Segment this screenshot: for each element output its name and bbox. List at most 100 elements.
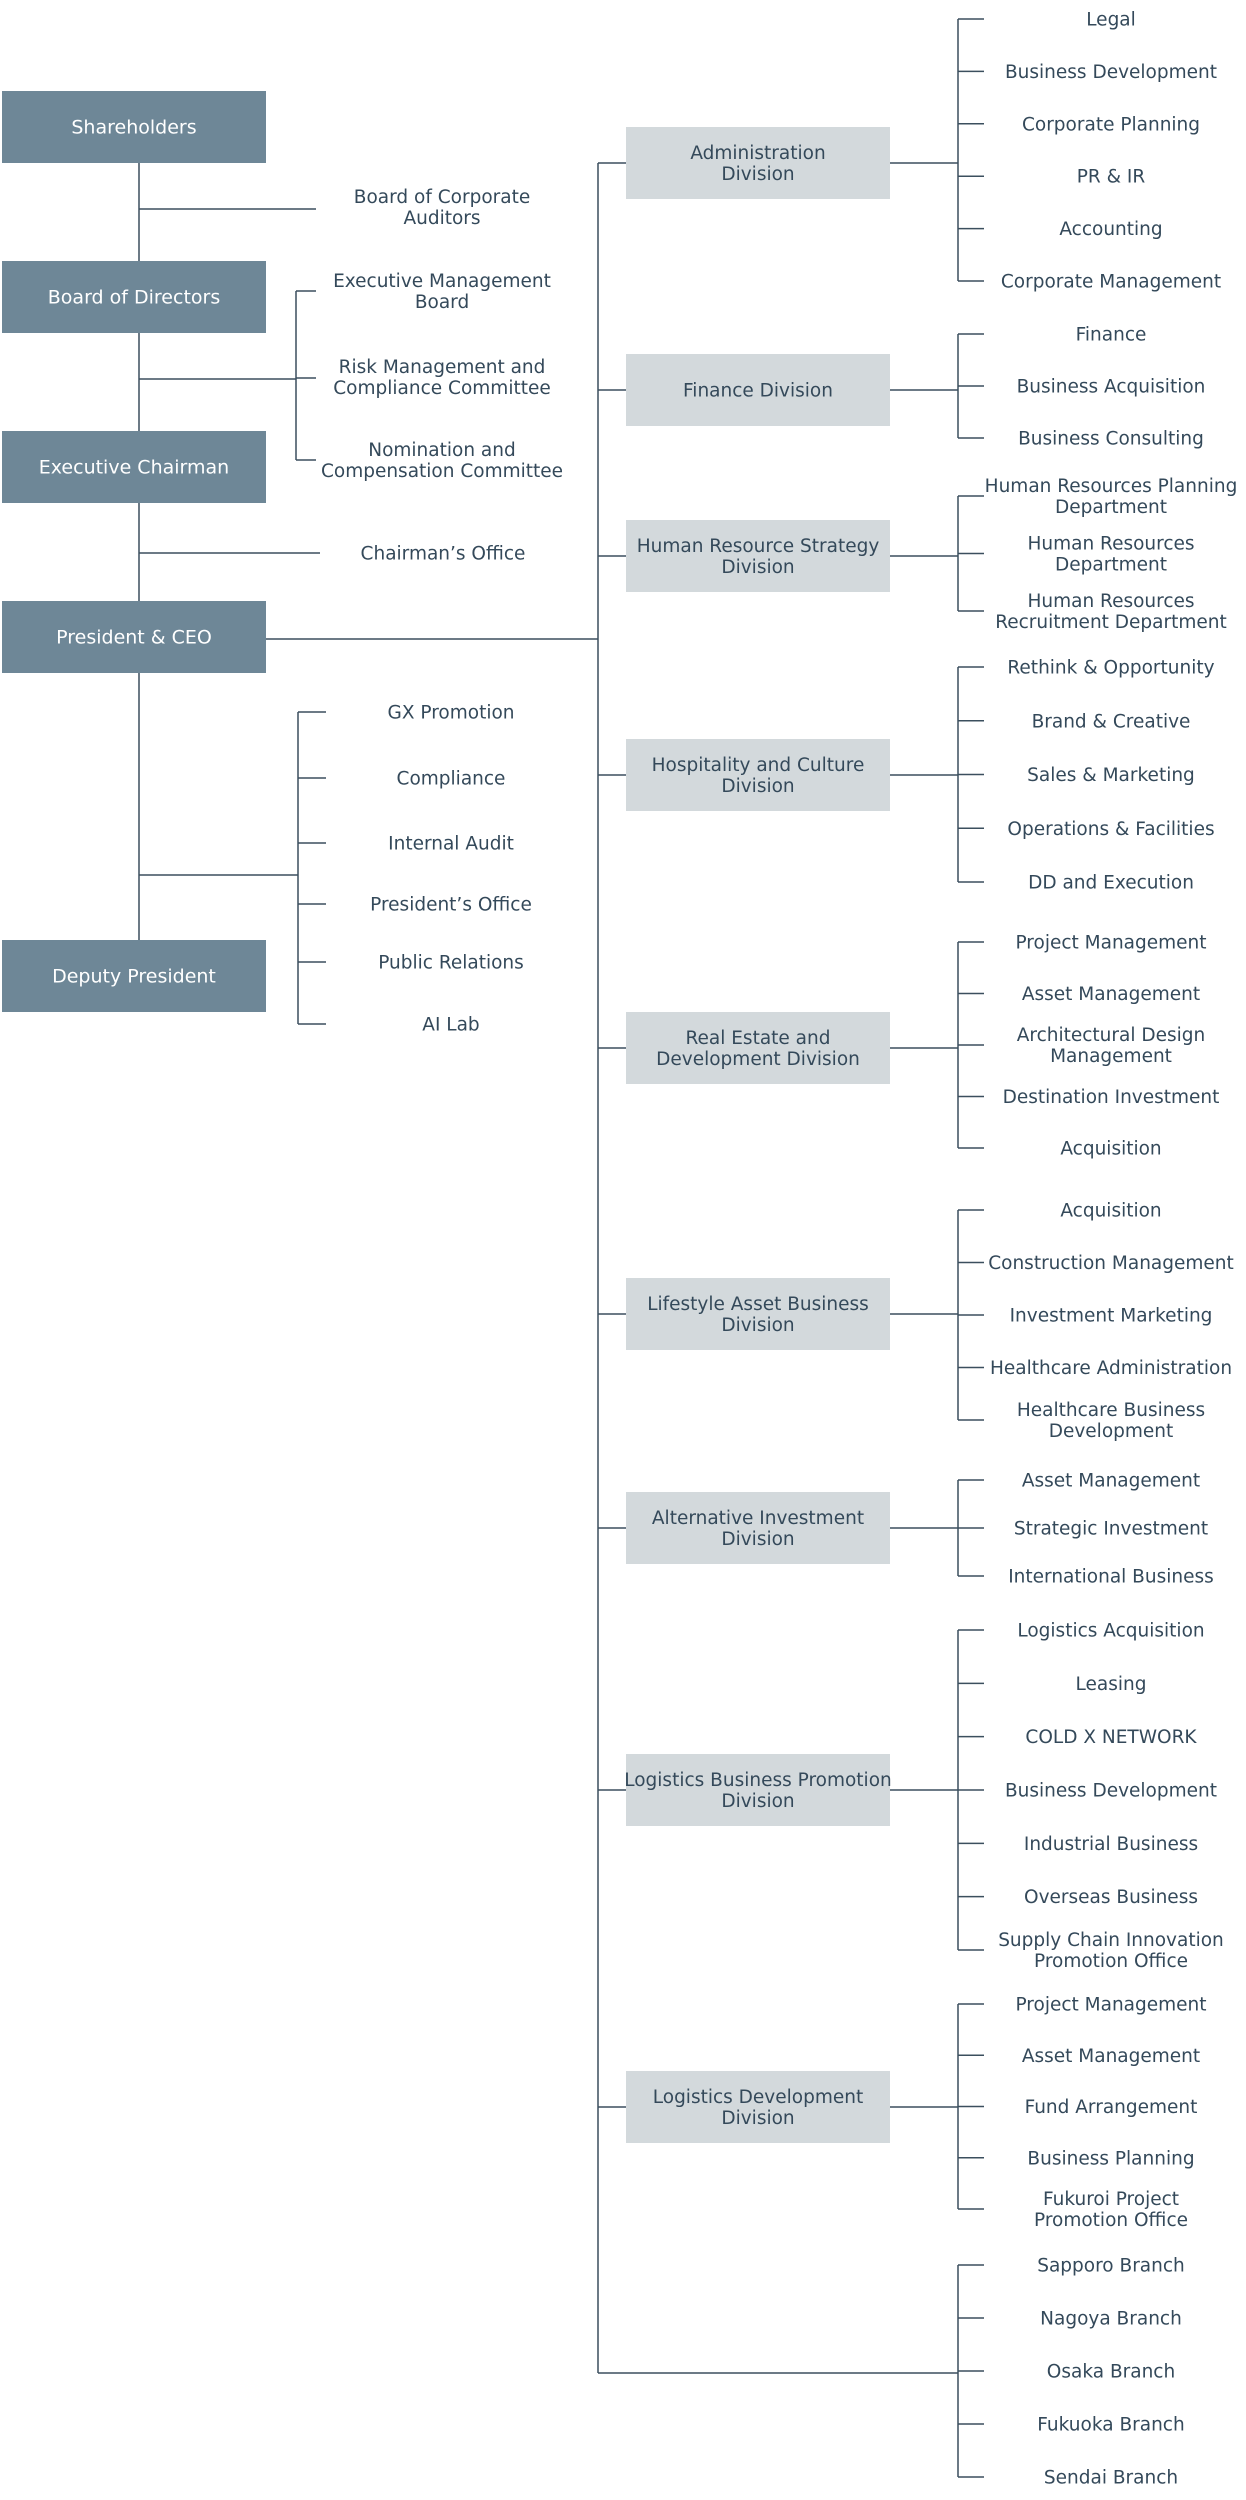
department-label: Business Development xyxy=(1005,62,1217,83)
board-of-directors-box xyxy=(2,261,266,333)
department-label: PR & IR xyxy=(1077,167,1146,188)
department-label-line: Sendai Branch xyxy=(1044,2468,1178,2489)
department-label: Business Acquisition xyxy=(1017,377,1206,398)
division-box xyxy=(626,1278,890,1350)
department-label-line: Fukuoka Branch xyxy=(1037,2415,1184,2436)
department-label: Accounting xyxy=(1059,219,1162,240)
division-label-line: Logistics Business Promotion xyxy=(624,1770,892,1791)
department-label-line: Business Planning xyxy=(1027,2148,1194,2169)
department-label-line: Human Resources Planning xyxy=(985,476,1238,497)
division-box xyxy=(626,739,890,811)
department-label-line: Asset Management xyxy=(1022,984,1200,1005)
department-label-line: Rethink & Opportunity xyxy=(1007,658,1214,679)
department-label-line: International Business xyxy=(1008,1567,1214,1588)
department-label: Nagoya Branch xyxy=(1040,2309,1182,2330)
division-label-line: Human Resource Strategy xyxy=(637,536,880,557)
department-label-line: Fukuroi Project xyxy=(1043,2189,1179,2210)
department-label: Logistics Acquisition xyxy=(1017,1621,1204,1642)
department-label: Rethink & Opportunity xyxy=(1007,658,1214,679)
department-label: Operations & Facilities xyxy=(1007,819,1214,840)
department-label-line: Destination Investment xyxy=(1003,1087,1220,1108)
department-label-line: Asset Management xyxy=(1022,2046,1200,2067)
department-label: Project Management xyxy=(1015,933,1206,954)
committee-label-line: Board xyxy=(415,292,469,313)
department-label-line: Development xyxy=(1049,1421,1174,1442)
department-label: Osaka Branch xyxy=(1047,2362,1175,2383)
office-label-line: GX Promotion xyxy=(387,703,514,724)
department-label-line: Healthcare Administration xyxy=(990,1358,1232,1379)
department-label-line: Department xyxy=(1055,497,1167,518)
department-label: Finance xyxy=(1076,325,1147,346)
department-label: Leasing xyxy=(1076,1674,1147,1695)
department-label-line: Supply Chain Innovation xyxy=(998,1930,1224,1951)
deputy-president-label: Deputy President xyxy=(52,966,216,988)
department-label: Overseas Business xyxy=(1024,1887,1198,1908)
department-label-line: Accounting xyxy=(1059,219,1162,240)
department-label-line: Investment Marketing xyxy=(1010,1306,1213,1327)
department-label: Business Planning xyxy=(1027,2148,1194,2169)
department-label-line: Recruitment Department xyxy=(995,612,1227,633)
department-label-line: Corporate Planning xyxy=(1022,114,1200,135)
department-label-line: Brand & Creative xyxy=(1032,711,1191,732)
board-of-directors-label: Board of Directors xyxy=(48,287,220,309)
department-label-line: Industrial Business xyxy=(1024,1834,1198,1855)
deputy-president-label-line: Deputy President xyxy=(52,966,216,988)
department-label-line: Acquisition xyxy=(1060,1139,1161,1160)
department-label: Legal xyxy=(1086,10,1136,31)
division-label-line: Division xyxy=(721,2108,794,2129)
department-label-line: Business Consulting xyxy=(1018,429,1204,450)
department-label-line: Business Development xyxy=(1005,1781,1217,1802)
office-label: Compliance xyxy=(397,769,506,790)
division-label-line: Hospitality and Culture xyxy=(652,755,865,776)
department-label-line: Human Resources xyxy=(1027,534,1194,555)
department-label-line: Logistics Acquisition xyxy=(1017,1621,1204,1642)
department-label: COLD X NETWORK xyxy=(1025,1727,1197,1748)
department-label-line: Management xyxy=(1050,1046,1172,1067)
department-label: Fukuoka Branch xyxy=(1037,2415,1184,2436)
department-label: Fund Arrangement xyxy=(1025,2097,1198,2118)
deputy-president-box xyxy=(2,940,266,1012)
office-label: President’s Office xyxy=(370,895,532,916)
shareholders-label-line: Shareholders xyxy=(71,117,196,139)
department-label: DD and Execution xyxy=(1028,873,1194,894)
department-label-line: Human Resources xyxy=(1027,591,1194,612)
department-label: Industrial Business xyxy=(1024,1834,1198,1855)
executive-chairman-box xyxy=(2,431,266,503)
department-label-line: Finance xyxy=(1076,325,1147,346)
department-label-line: Promotion Office xyxy=(1034,2210,1188,2231)
department-label-line: Business Development xyxy=(1005,62,1217,83)
department-label-line: Healthcare Business xyxy=(1017,1400,1205,1421)
committee-label-line: Compensation Committee xyxy=(321,461,563,482)
executive-chairman-label: Executive Chairman xyxy=(39,457,229,479)
department-label: Healthcare Administration xyxy=(990,1358,1232,1379)
committee-label-line: Nomination and xyxy=(368,440,516,461)
division-label-line: Division xyxy=(721,776,794,797)
office-label: AI Lab xyxy=(422,1015,479,1036)
department-label-line: Construction Management xyxy=(988,1253,1234,1274)
division-label-line: Real Estate and xyxy=(685,1028,830,1049)
office-label-line: Internal Audit xyxy=(388,834,514,855)
department-label: Strategic Investment xyxy=(1014,1519,1208,1540)
office-label: Internal Audit xyxy=(388,834,514,855)
division-label-line: Alternative Investment xyxy=(652,1508,864,1529)
division-label-line: Finance Division xyxy=(683,381,833,402)
department-label-line: Sapporo Branch xyxy=(1037,2256,1185,2277)
department-label-line: Corporate Management xyxy=(1001,272,1221,293)
division-label-line: Division xyxy=(721,1529,794,1550)
division-label: Finance Division xyxy=(683,381,833,402)
department-label: Investment Marketing xyxy=(1010,1306,1213,1327)
division-label-line: Division xyxy=(721,1315,794,1336)
department-label: Acquisition xyxy=(1060,1201,1161,1222)
president-ceo-label-line: President & CEO xyxy=(56,627,212,649)
